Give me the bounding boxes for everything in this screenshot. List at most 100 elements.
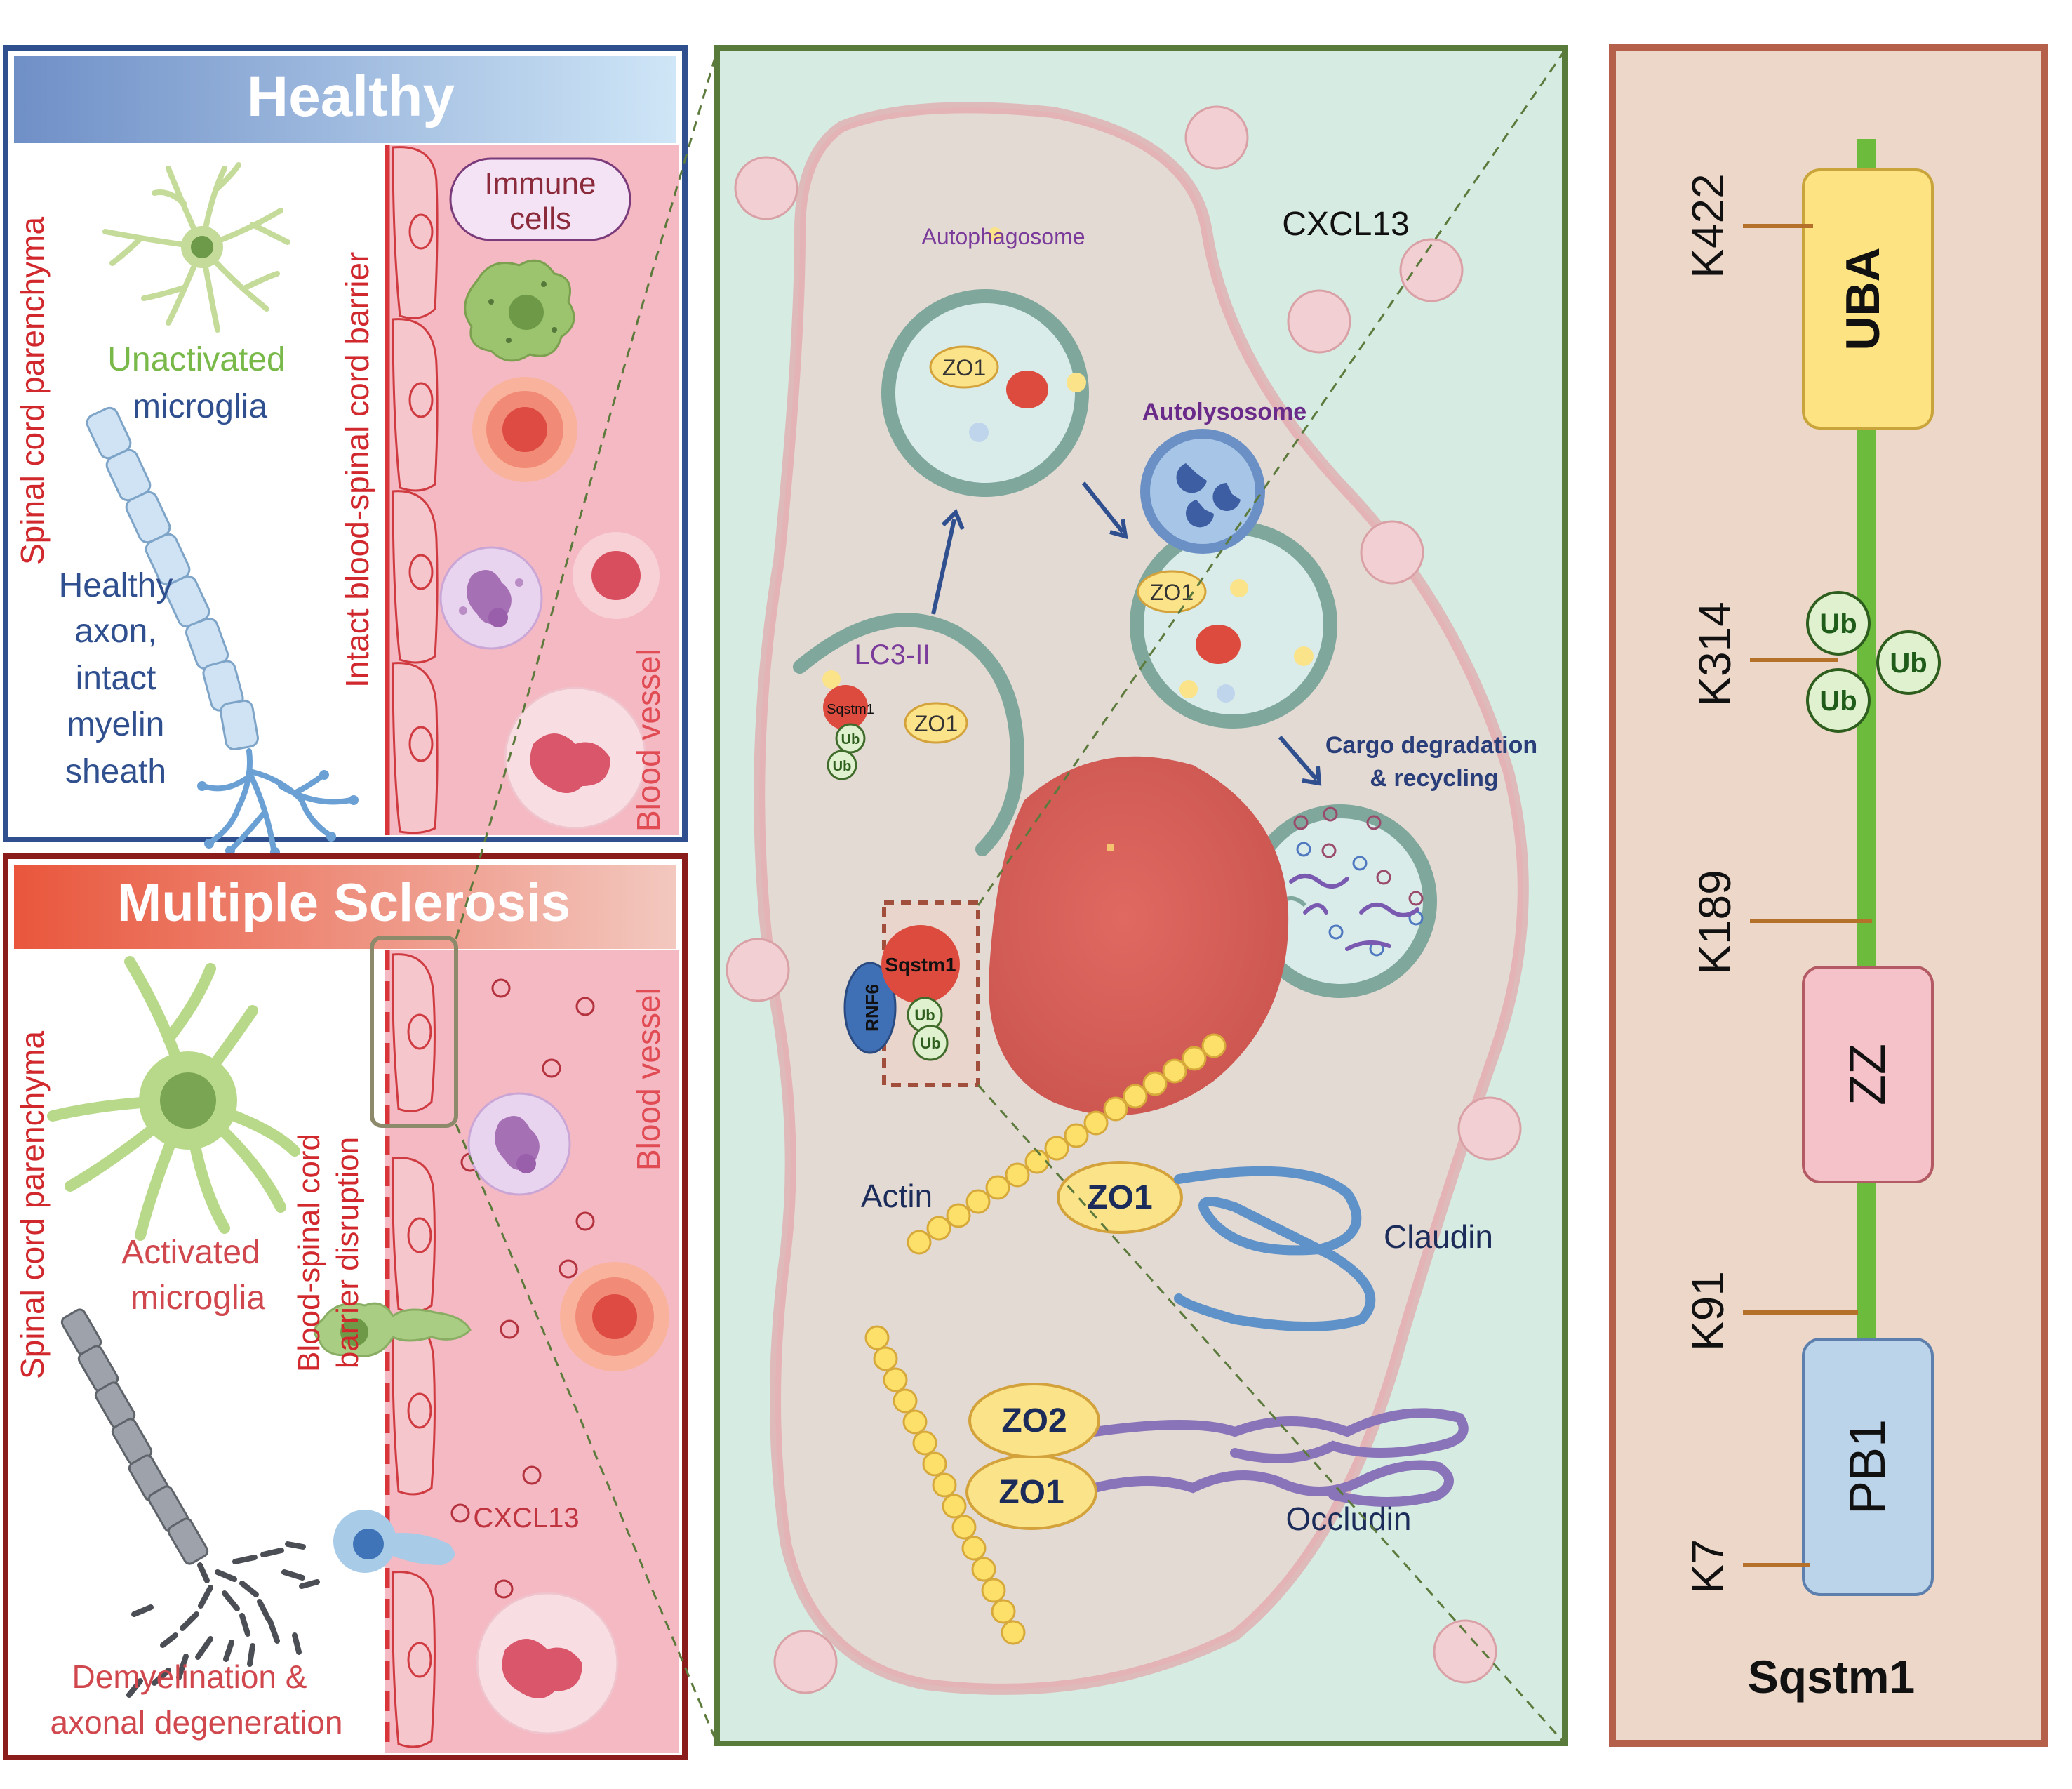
zz-domain-label: ZZ [1840,1044,1896,1105]
cargo-label-line1: Cargo degradation [1325,732,1537,759]
degeneration-label-line1: Demyelination & [72,1658,307,1695]
degeneration-label-line2: axonal degeneration [51,1704,343,1741]
cxcl13-particles [726,105,1522,1694]
unactivated-microglia-label-line2: microglia [133,388,267,425]
healthy-barrier-label: Intact blood-spinal cord barrier [339,252,375,688]
ms-barrier-label-line1: Blood-spinal cord [292,1133,326,1372]
healthy-axon-label-line4: myelin [67,706,165,743]
ms-parenchyma-label: Spinal cord parenchyma [14,1031,51,1379]
healthy-axon-label-line1: Healthy [59,567,173,604]
pb1-domain [1802,1338,1934,1596]
autophagosome-label: Autophagosome [921,224,1085,249]
autophagosome: ZO1 [881,227,1089,497]
site-k314-label: K314 [1690,601,1740,706]
cell-cxcl13-label: CXCL13 [1282,206,1409,243]
healthy-axon-label-line3: intact [76,660,156,697]
ms-zoom-box [370,936,458,1128]
ms-panel: Multiple Sclerosis [3,853,688,1760]
site-ticks [1743,224,1872,1567]
healthy-axon-label-line5: sheath [65,753,166,790]
phagophore-zo1-label: ZO1 [914,711,958,736]
healthy-parenchyma-label: Spinal cord parenchyma [14,217,51,565]
occludin-strand-upper [1090,1408,1469,1463]
cargo-label-line2: & recycling [1370,765,1498,792]
protein-ub3-label: Ub [1819,686,1857,717]
pathway-arrows [931,481,1322,786]
ms-chemokine-dots [450,978,595,1599]
rnf6-label: RNF6 [862,984,883,1032]
claudin-label: Claudin [1384,1218,1493,1255]
site-k7-label: K7 [1683,1539,1733,1594]
protein-title: Sqstm1 [1748,1651,1915,1703]
zo2 [968,1383,1100,1458]
phagophore: Sqstm1 Ub Ub ZO1 [793,613,1025,856]
activated-microglia-label-line1: Activated [121,1234,260,1271]
ms-barrier-label-line2: barrier disruption [330,1137,365,1369]
ms-cxcl13-label: CXCL13 [473,1503,579,1534]
lymphocyte-icon [573,532,660,619]
lc3-label: LC3-II [855,639,931,670]
autolysosome-label: Autolysosome [1142,399,1306,425]
nucleolus-dot [1107,844,1114,851]
ms-title: Multiple Sclerosis [117,873,570,933]
phagophore-ub2-label: Ub [833,759,852,774]
ms-monocyte-icon [476,1592,619,1735]
actin-label: Actin [861,1178,933,1214]
phagophore-ub1-label: Ub [841,732,860,747]
autophagosome-zo1-label: ZO1 [942,355,986,380]
immune-cells-label-line2: cells [509,201,571,236]
degenerating-axon-icon [60,1308,320,1698]
site-k91-label: K91 [1683,1271,1733,1351]
rnf6-ub2-label: Ub [920,1035,940,1052]
zo1-junction-label: ZO1 [1087,1179,1152,1216]
ubiquitin-chain [1806,591,1941,733]
autolysosome-zo1-label: ZO1 [1150,580,1194,605]
healthy-panel: Healthy Immune cells [3,45,688,857]
zo1-junction [1057,1161,1183,1234]
macrophage-icon [464,259,575,362]
protein-ub2-label: Ub [1890,648,1927,679]
immune-cells-label-line1: Immune [485,166,596,201]
nucleus [989,756,1289,1116]
zoom-connector-lines [455,50,1566,1744]
healthy-axon-label-line2: axon, [74,613,156,650]
activated-microglia-icon [47,956,300,1241]
occludin-strand-lower [1090,1460,1454,1507]
phagophore-sqstm1-label: Sqstm1 [827,702,874,717]
zo1-lower-label: ZO1 [998,1474,1064,1511]
transmigrating-macrophage-icon [314,1302,472,1357]
rnf6-complex: RNF6 Sqstm1 Ub Ub [843,900,980,1087]
healthy-endothelial-cells [392,146,439,834]
immune-cells-box [449,157,631,241]
activated-microglia-label-line2: microglia [131,1279,265,1317]
actin-filament-upper [907,1033,1227,1255]
rnf6-sqstm1-label: Sqstm1 [885,954,956,976]
healthy-vessel-label: Blood vessel [630,649,667,832]
rnf6-ub1-label: Ub [914,1006,935,1024]
occludin-label: Occludin [1286,1501,1412,1537]
ms-vessel-label: Blood vessel [630,987,667,1171]
actin-filament-lower [864,1325,1026,1645]
healthy-title-bar [14,56,676,143]
uba-domain [1802,168,1934,430]
transmigrating-lymphocyte-icon [333,1510,455,1573]
healthy-axon-icon [86,406,359,857]
ms-red-immune-cell-icon [560,1262,669,1371]
claudin-strand [1174,1166,1376,1331]
site-k422-label: K422 [1683,173,1733,278]
monocyte-icon [504,686,647,830]
cell-panel: CXCL13 ZO1 Autophagosome ZO1 [714,45,1568,1746]
healthy-title: Healthy [247,65,455,128]
unactivated-microglia-label-line1: Unactivated [107,341,285,378]
site-k189-label: K189 [1690,870,1740,974]
protein-panel: UBA ZZ PB1 K422 K314 K189 K91 K7 Ub Ub U… [1609,44,2048,1747]
protein-ub1-label: Ub [1819,608,1857,639]
zz-domain [1802,966,1934,1183]
pb1-domain-label: PB1 [1840,1419,1896,1515]
neutrophil-icon [439,546,543,650]
autolysosome: ZO1 [1130,429,1337,729]
ms-title-bar [14,865,676,949]
ms-neutrophil-icon [467,1092,571,1196]
red-immune-cell-icon [472,377,577,482]
